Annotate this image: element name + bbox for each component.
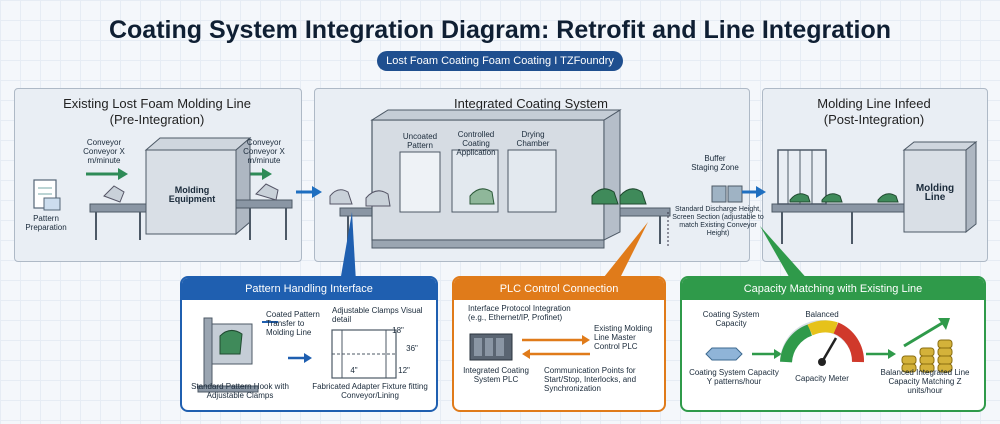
discharge-height-label: Standard Discharge Height, Screen Sectio… xyxy=(672,206,764,237)
molding-line-label: Molding Line xyxy=(915,183,955,203)
coated-transfer-note: Coated Pattern Transfer to Molding Line xyxy=(266,310,320,337)
dimension-label-3: 4" xyxy=(350,366,358,375)
pattern-prep-label: Pattern Preparation xyxy=(25,214,67,232)
plc-connection-callout: PLC Control Connection Interface Protoco… xyxy=(452,276,666,412)
pattern-handling-title: Pattern Handling Interface xyxy=(182,278,436,300)
subtitle-badge: Lost Foam Coating Foam Coating I TZFound… xyxy=(377,51,623,71)
molding-equipment-label: Molding Equipment xyxy=(168,185,216,204)
conveyor-speed-label-1: Conveyor Conveyor X m/minute xyxy=(83,138,125,165)
signals-note: Communication Points for Start/Stop, Int… xyxy=(544,366,637,393)
infeed-subtitle: (Post-Integration) xyxy=(823,112,925,127)
dimension-label-1: 18" xyxy=(392,326,404,335)
document-icon xyxy=(33,179,61,211)
protocol-note: Interface Protocol Integration (e.g., Et… xyxy=(468,304,571,322)
coating-plc-note: Integrated Coating System PLC xyxy=(463,366,529,384)
integrated-system-title: Integrated Coating System xyxy=(454,96,608,111)
adapter-fixture-caption: Fabricated Adapter Fixture fitting Conve… xyxy=(312,382,428,400)
page-title: Coating System Integration Diagram: Retr… xyxy=(108,16,891,44)
existing-line-title: Existing Lost Foam Molding Line xyxy=(63,96,251,111)
buffer-zone-label: Buffer Staging Zone xyxy=(691,154,739,172)
pattern-handling-callout: Pattern Handling Interface Coated Patter… xyxy=(180,276,438,412)
uncoated-label: Uncoated Pattern xyxy=(402,132,438,150)
z-rate-note: Balanced Integrated Line Capacity Matchi… xyxy=(880,368,970,395)
drying-chamber-label: Drying Chamber xyxy=(516,130,550,148)
conveyor-speed-label-2: Conveyor Conveyor X m/minute xyxy=(243,138,285,165)
pattern-hook-illustration xyxy=(197,317,397,393)
coating-application-label: Controlled Coating Application xyxy=(456,130,496,157)
existing-line-subtitle: (Pre-Integration) xyxy=(109,112,205,127)
pattern-hook-caption: Standard Pattern Hook with Adjustable Cl… xyxy=(191,382,289,400)
system-capacity-note: Coating System Capacity xyxy=(702,310,760,328)
capacity-title: Capacity Matching with Existing Line xyxy=(682,278,984,300)
capacity-meter-caption: Capacity Meter xyxy=(795,374,849,383)
plc-illustration xyxy=(469,333,590,361)
balanced-note: Balanced xyxy=(805,310,839,319)
dimension-label-2: 36" xyxy=(406,344,418,353)
capacity-callout: Capacity Matching with Existing Line Coa… xyxy=(680,276,986,412)
infeed-title: Molding Line Infeed xyxy=(817,96,931,111)
y-rate-note: Coating System Capacity Y patterns/hour xyxy=(689,368,779,386)
adjustable-clamps-note: Adjustable Clamps Visual detail xyxy=(332,306,423,324)
capacity-illustration xyxy=(705,318,953,373)
plc-connection-title: PLC Control Connection xyxy=(454,278,664,300)
dimension-label-4: 12" xyxy=(398,366,410,375)
existing-plc-note: Existing Molding Line Master Control PLC xyxy=(594,324,653,351)
